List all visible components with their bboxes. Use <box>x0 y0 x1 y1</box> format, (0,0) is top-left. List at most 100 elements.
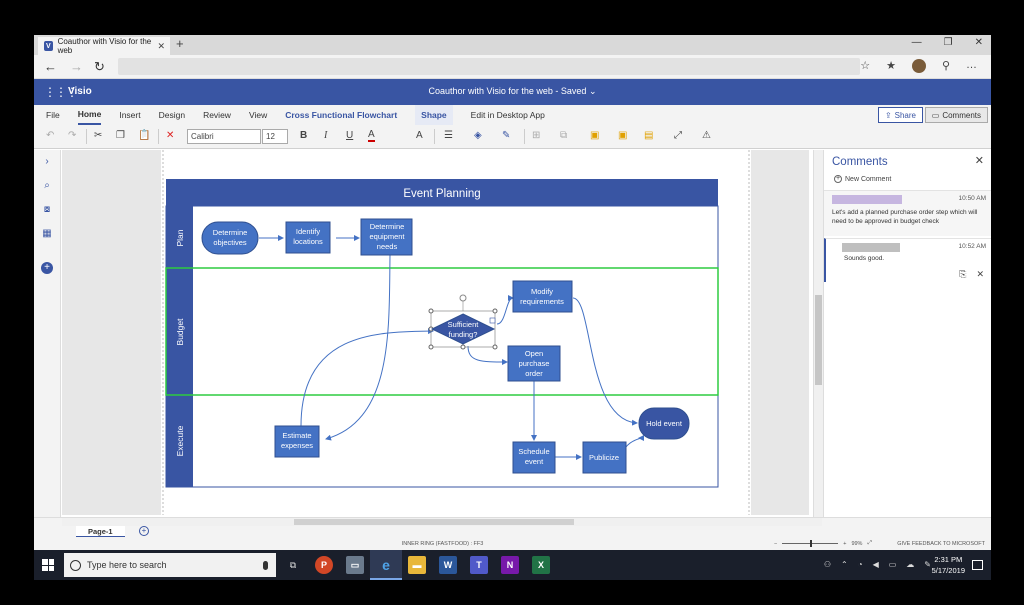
lane-label-budget[interactable]: Budget <box>175 318 185 346</box>
favorites-icon[interactable]: ★ <box>886 60 896 72</box>
volume-icon[interactable]: ◀ <box>872 560 879 569</box>
group-icon[interactable]: ▤ <box>644 130 654 141</box>
powerpoint-icon[interactable]: P <box>315 556 333 574</box>
comments-button[interactable]: ▭ Comments <box>924 107 988 123</box>
people-icon[interactable]: ⚇ <box>823 560 832 569</box>
fill-icon[interactable]: ◈ <box>474 130 482 141</box>
add-stencil-icon[interactable]: + <box>41 262 53 274</box>
lane-label-execute[interactable]: Execute <box>175 425 185 456</box>
shape-publicize[interactable] <box>582 441 627 474</box>
diagram-title-bar[interactable] <box>166 179 718 206</box>
teams-icon[interactable]: T <box>470 556 488 574</box>
paste-icon[interactable]: 📋 <box>138 130 151 141</box>
stencil-cff-icon[interactable]: ▦ <box>42 228 52 239</box>
forward-button[interactable]: → <box>70 59 83 74</box>
align-icon[interactable]: ☰ <box>444 130 453 141</box>
lane-budget-selection[interactable] <box>165 267 719 396</box>
generic-app-icon[interactable]: ▭ <box>346 556 364 574</box>
profile-avatar[interactable] <box>911 59 926 73</box>
lane-label-plan[interactable]: Plan <box>175 229 185 246</box>
tab-home[interactable]: Home <box>77 105 102 125</box>
shape-estimate-expenses[interactable] <box>274 425 320 458</box>
onenote-icon[interactable]: N <box>501 556 519 574</box>
shape-modify-requirements[interactable] <box>512 280 573 313</box>
zoom-out-button[interactable]: − <box>774 540 778 547</box>
vertical-scroll-thumb[interactable] <box>815 295 822 385</box>
shape-schedule-event[interactable] <box>512 441 556 474</box>
underline-button[interactable]: U <box>346 130 354 141</box>
window-close-button[interactable]: ✕ <box>974 37 983 48</box>
shape-comment-icon[interactable] <box>489 317 496 324</box>
zoom-in-button[interactable]: + <box>843 540 847 547</box>
document-title[interactable]: Coauthor with Visio for the web - Saved … <box>428 86 597 96</box>
drawing-canvas[interactable]: Event Planning Plan Budget Execute <box>62 150 809 515</box>
search-shapes-icon[interactable]: ⌕ <box>44 180 50 191</box>
task-view-icon[interactable]: ⧉ <box>289 559 297 570</box>
shape-open-purchase-order[interactable] <box>507 345 561 382</box>
new-tab-button[interactable]: + <box>176 36 184 51</box>
browser-tab[interactable]: V Coauthor with Visio for the web ✕ <box>38 37 170 55</box>
resolve-comment-icon[interactable]: ⎘ <box>959 269 967 279</box>
arrange-icon[interactable]: ⧉ <box>560 130 568 141</box>
cut-icon[interactable]: ✂ <box>94 130 103 141</box>
shape-hold-event[interactable] <box>638 407 690 440</box>
tab-review[interactable]: Review <box>203 110 231 120</box>
tab-cross-functional-flowchart[interactable]: Cross Functional Flowchart <box>285 110 398 120</box>
horizontal-scrollbar[interactable] <box>62 518 822 526</box>
edge-icon[interactable]: e <box>382 557 390 573</box>
tray-expand-icon[interactable]: ⌃ <box>841 560 848 569</box>
app-launcher-icon[interactable]: ⋮⋮⋮ <box>44 85 78 99</box>
favorite-star-icon[interactable]: ☆ <box>860 60 871 72</box>
delete-comment-icon[interactable]: ✕ <box>976 269 984 279</box>
microphone-icon[interactable] <box>263 560 268 570</box>
font-size-select[interactable]: 12 <box>262 129 288 144</box>
shape-style-icon[interactable]: ⚠ <box>702 130 711 141</box>
network-icon[interactable]: ◔ <box>857 560 863 569</box>
undo-icon[interactable]: ↶ <box>46 130 55 141</box>
comment-reply[interactable]: 10:52 AM Sounds good. ⎘ ✕ <box>824 238 991 282</box>
minimize-button[interactable]: — <box>911 37 922 48</box>
font-name-select[interactable]: Calibri <box>187 129 261 144</box>
taskbar-search[interactable]: Type here to search <box>64 553 276 577</box>
edit-in-desktop-app[interactable]: Edit in Desktop App <box>470 110 545 120</box>
word-icon[interactable]: W <box>439 556 457 574</box>
new-comment-button[interactable]: + New Comment <box>834 175 892 183</box>
windows-start-icon[interactable] <box>42 559 54 571</box>
rotate-handle-icon[interactable] <box>459 294 467 302</box>
line-icon[interactable]: ✎ <box>502 130 511 141</box>
restore-button[interactable]: ❐ <box>943 37 953 48</box>
shapes-stencil-icon[interactable]: ⧇ <box>43 204 51 215</box>
add-page-button[interactable]: + <box>139 526 149 536</box>
grow-font-button[interactable]: A <box>416 130 423 141</box>
app-name[interactable]: Visio <box>68 86 92 97</box>
zoom-slider[interactable] <box>782 540 839 547</box>
tab-shape[interactable]: Shape <box>415 105 453 125</box>
feedback-link[interactable]: GIVE FEEDBACK TO MICROSOFT <box>897 541 985 547</box>
send-back-icon[interactable]: ▣ <box>618 130 628 141</box>
battery-icon[interactable]: ▭ <box>888 560 897 569</box>
url-field[interactable] <box>118 58 860 75</box>
position-icon[interactable]: ⊞ <box>532 130 541 141</box>
comment-thread[interactable]: 10:50 AM Let's add a planned purchase or… <box>824 190 991 236</box>
shape-sufficient-funding[interactable] <box>430 313 496 345</box>
tab-view[interactable]: View <box>248 110 268 120</box>
share-page-icon[interactable]: ⚲ <box>941 60 950 72</box>
more-icon[interactable]: … <box>966 59 977 71</box>
back-button[interactable]: ← <box>44 59 57 74</box>
zoom-slider-knob[interactable] <box>810 540 813 547</box>
pen-icon[interactable]: ✎ <box>924 560 931 569</box>
expand-shapes-icon[interactable]: › <box>45 156 49 167</box>
copy-icon[interactable]: ❐ <box>116 130 125 141</box>
zoom-level[interactable]: 99% <box>851 540 863 547</box>
tab-close-icon[interactable]: ✕ <box>157 40 165 51</box>
shape-determine-equipment-needs[interactable] <box>360 218 413 256</box>
close-comments-icon[interactable]: ✕ <box>974 155 984 167</box>
excel-icon[interactable]: X <box>532 556 550 574</box>
italic-button[interactable]: I <box>324 130 328 141</box>
file-explorer-icon[interactable]: ▬ <box>408 556 426 574</box>
bring-front-icon[interactable]: ▣ <box>590 130 600 141</box>
tab-design[interactable]: Design <box>158 110 186 120</box>
connector-icon[interactable]: ⤢ <box>674 130 682 141</box>
share-button[interactable]: ⇪ Share <box>877 107 923 123</box>
onedrive-icon[interactable]: ☁ <box>906 560 915 569</box>
